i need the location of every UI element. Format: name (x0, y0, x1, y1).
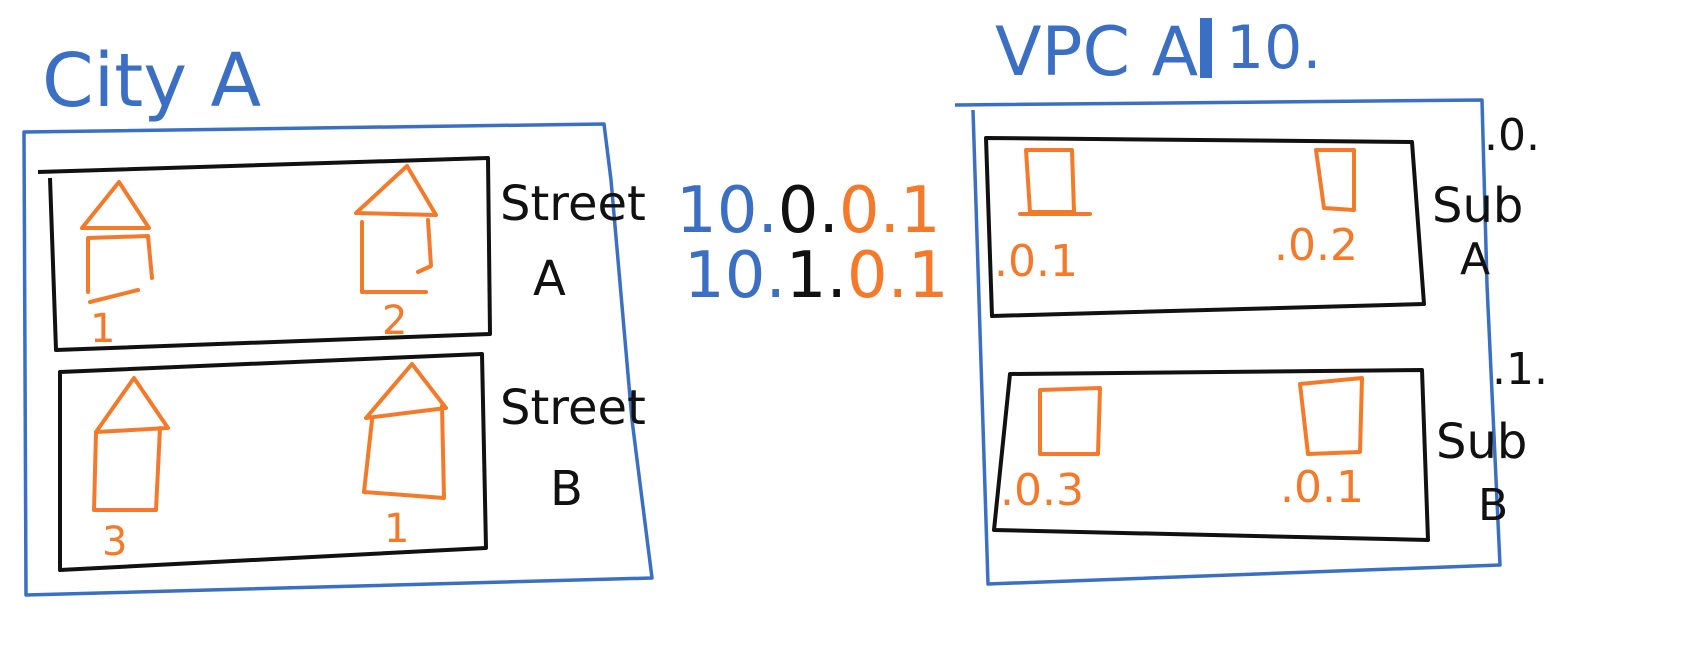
vpc-border (954, 98, 1502, 586)
street-b: Street B 3 1 (58, 352, 646, 572)
instance-icon (1018, 148, 1092, 216)
subnet-a: .0. Sub A .0.1 .0.2 (984, 110, 1540, 318)
instance-address: .0.3 (1000, 465, 1084, 516)
instance-address: .0.1 (1280, 462, 1364, 513)
address-host-part: 0.1 (847, 239, 949, 313)
subnet-octet: .1. (1492, 344, 1548, 395)
instance-icon (1314, 148, 1356, 212)
house-number: 1 (384, 506, 409, 552)
street-b-letter: B (550, 461, 583, 517)
house-icon (354, 164, 438, 294)
house-number: 2 (382, 298, 407, 344)
instance-address: .0.2 (1274, 220, 1358, 271)
subnet-a-label: Sub (1432, 178, 1523, 234)
subnet-octet: .0. (1484, 110, 1540, 161)
subnet-b-box (992, 368, 1430, 542)
instance-icon (1038, 386, 1102, 456)
vpc-title: VPC A (995, 13, 1198, 92)
subnet-a-box (984, 136, 1426, 318)
street-a: Street A 1 2 (37, 156, 646, 352)
subnet-b: .1. Sub B .0.3 .0.1 (992, 344, 1548, 542)
house-number: 3 (102, 519, 127, 565)
city-title: City A (42, 38, 262, 124)
address-network-part: 10. (676, 174, 778, 248)
address-network-part: 10. (684, 239, 786, 313)
subnet-b-letter: B (1478, 480, 1508, 531)
street-b-box (58, 352, 488, 572)
instance-icon (1298, 376, 1364, 456)
vpc-panel: VPC A 10. .0. Sub A .0.1 .0.2 .1. Sub B (954, 13, 1548, 586)
house-number: 1 (90, 306, 115, 352)
address-subnet-part: 1. (786, 239, 847, 313)
street-a-box (37, 156, 492, 352)
street-a-letter: A (533, 251, 566, 307)
instance-address: .0.1 (994, 236, 1078, 287)
street-a-label: Street (500, 176, 646, 232)
vpc-cidr-prefix: 10. (1226, 13, 1321, 83)
house-icon (362, 362, 448, 500)
vpc-title-separator (1200, 18, 1212, 78)
address-mapping: 10.0.0.1 10.1.0.1 (676, 174, 949, 313)
house-icon (92, 376, 170, 512)
subnet-b-label: Sub (1436, 414, 1527, 470)
subnet-a-letter: A (1460, 234, 1490, 285)
address-host-part: 0.1 (839, 174, 941, 248)
city-border (22, 122, 654, 597)
house-icon (80, 180, 154, 304)
address-row: 10.1.0.1 (684, 239, 949, 313)
city-panel: City A Street A 1 2 Street B (22, 38, 654, 597)
address-subnet-part: 0. (778, 174, 839, 248)
address-row: 10.0.0.1 (676, 174, 941, 248)
street-b-label: Street (500, 380, 646, 436)
